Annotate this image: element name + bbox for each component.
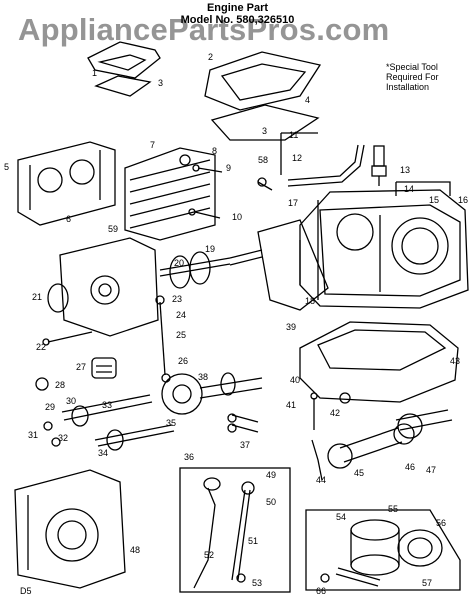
callout-5: 5 [4, 162, 10, 172]
callout-30: 30 [66, 396, 77, 406]
callout-4: 4 [305, 95, 311, 105]
dipstick-parts [193, 477, 255, 589]
callout-14: 14 [404, 184, 415, 194]
callout-12: 12 [292, 153, 303, 163]
engine-block-part [299, 189, 469, 309]
callout-16: 16 [458, 195, 469, 205]
callout-26: 26 [178, 356, 189, 366]
callout-32: 32 [58, 433, 69, 443]
callout-1: 1 [92, 68, 98, 78]
callout-49: 49 [266, 470, 277, 480]
callout-23: 23 [172, 294, 183, 304]
callout-d5: D5 [20, 586, 32, 596]
cylinder-head-part [17, 141, 116, 226]
tappet-parts [227, 413, 259, 433]
cover-plate-part [87, 41, 161, 97]
model-number: Model No. 580,326510 [180, 14, 295, 26]
oil-fill-tube-part [311, 439, 323, 481]
callout-3-b: 3 [262, 126, 268, 136]
piston-pin-part [320, 567, 381, 587]
callout-38: 38 [198, 372, 209, 382]
callout-25: 25 [176, 330, 187, 340]
sump-base-part [299, 321, 459, 403]
callout-48: 48 [130, 545, 141, 555]
callout-22: 22 [36, 342, 47, 352]
callout-17: 17 [288, 198, 299, 208]
governor-part [91, 357, 117, 379]
spark-plug-part [371, 145, 387, 186]
callout-53: 53 [252, 578, 263, 588]
callout-47: 47 [426, 465, 437, 475]
callout-15: 15 [429, 195, 440, 205]
callout-21: 21 [32, 292, 43, 302]
callout-29: 29 [45, 402, 56, 412]
watermark: AppliancePartsPros.com [18, 12, 390, 47]
callout-13: 13 [400, 165, 411, 175]
cylinder-fins-part [124, 147, 216, 241]
piston-parts [350, 519, 443, 576]
valve-parts [43, 394, 175, 451]
callout-37: 37 [240, 440, 251, 450]
callout-59: 59 [108, 224, 119, 234]
callout-40: 40 [290, 375, 301, 385]
crankcase-part [14, 469, 126, 589]
note-line-1: *Special Tool [386, 62, 438, 72]
callout-54: 54 [336, 512, 347, 522]
callout-34: 34 [98, 448, 109, 458]
callout-45: 45 [354, 468, 365, 478]
callout-58: 58 [258, 155, 269, 165]
breather-cover-part [204, 51, 322, 141]
callout-36: 36 [184, 452, 195, 462]
callout-46: 46 [405, 462, 416, 472]
callout-9: 9 [226, 163, 232, 173]
callout-24: 24 [176, 310, 187, 320]
callout-57: 57 [422, 578, 433, 588]
callout-33: 33 [102, 400, 113, 410]
washer-part [35, 377, 49, 391]
callout-50: 50 [266, 497, 277, 507]
callout-7: 7 [150, 140, 156, 150]
callout-31: 31 [28, 430, 39, 440]
callout-52: 52 [204, 550, 215, 560]
callout-bracket-14 [395, 181, 451, 196]
callout-35: 35 [166, 418, 177, 428]
special-tool-note: *Special Tool Required For Installation [386, 62, 471, 92]
callout-18: 18 [305, 296, 316, 306]
callout-3-a: 3 [158, 78, 164, 88]
bolt-parts [188, 164, 273, 219]
callout-2: 2 [208, 52, 214, 62]
callout-51: 51 [248, 536, 259, 546]
connecting-rod-parts [327, 409, 453, 469]
callout-43: 43 [450, 356, 461, 366]
sump-cover-part [47, 237, 159, 337]
callout-6: 6 [66, 214, 72, 224]
callout-56: 56 [436, 518, 447, 528]
callout-42: 42 [330, 408, 341, 418]
callout-44: 44 [316, 475, 327, 485]
callout-bracket-11 [280, 132, 318, 175]
breather-tube-part [287, 144, 365, 187]
callout-28: 28 [55, 380, 66, 390]
callout-55: 55 [388, 504, 399, 514]
camshaft-part [161, 372, 263, 415]
callout-bracket-49 [179, 467, 291, 593]
callout-8: 8 [212, 146, 218, 156]
callout-39: 39 [286, 322, 297, 332]
sump-gasket-part [257, 219, 329, 311]
note-line-2: Required For [386, 72, 439, 82]
diagram-title: Engine Part [206, 2, 269, 14]
sump-bolt-part [42, 331, 93, 346]
callout-10: 10 [232, 212, 243, 222]
callout-27: 27 [76, 362, 87, 372]
callout-19: 19 [205, 244, 216, 254]
callout-11: 11 [289, 130, 299, 140]
callout-20: 20 [174, 258, 185, 268]
callout-bracket-54 [305, 509, 461, 591]
crankshaft-part [159, 249, 263, 289]
note-line-3: Installation [386, 82, 430, 92]
sump-bolts-part [310, 392, 351, 430]
callout-41: 41 [286, 400, 297, 410]
callout-66: 66 [316, 586, 327, 596]
